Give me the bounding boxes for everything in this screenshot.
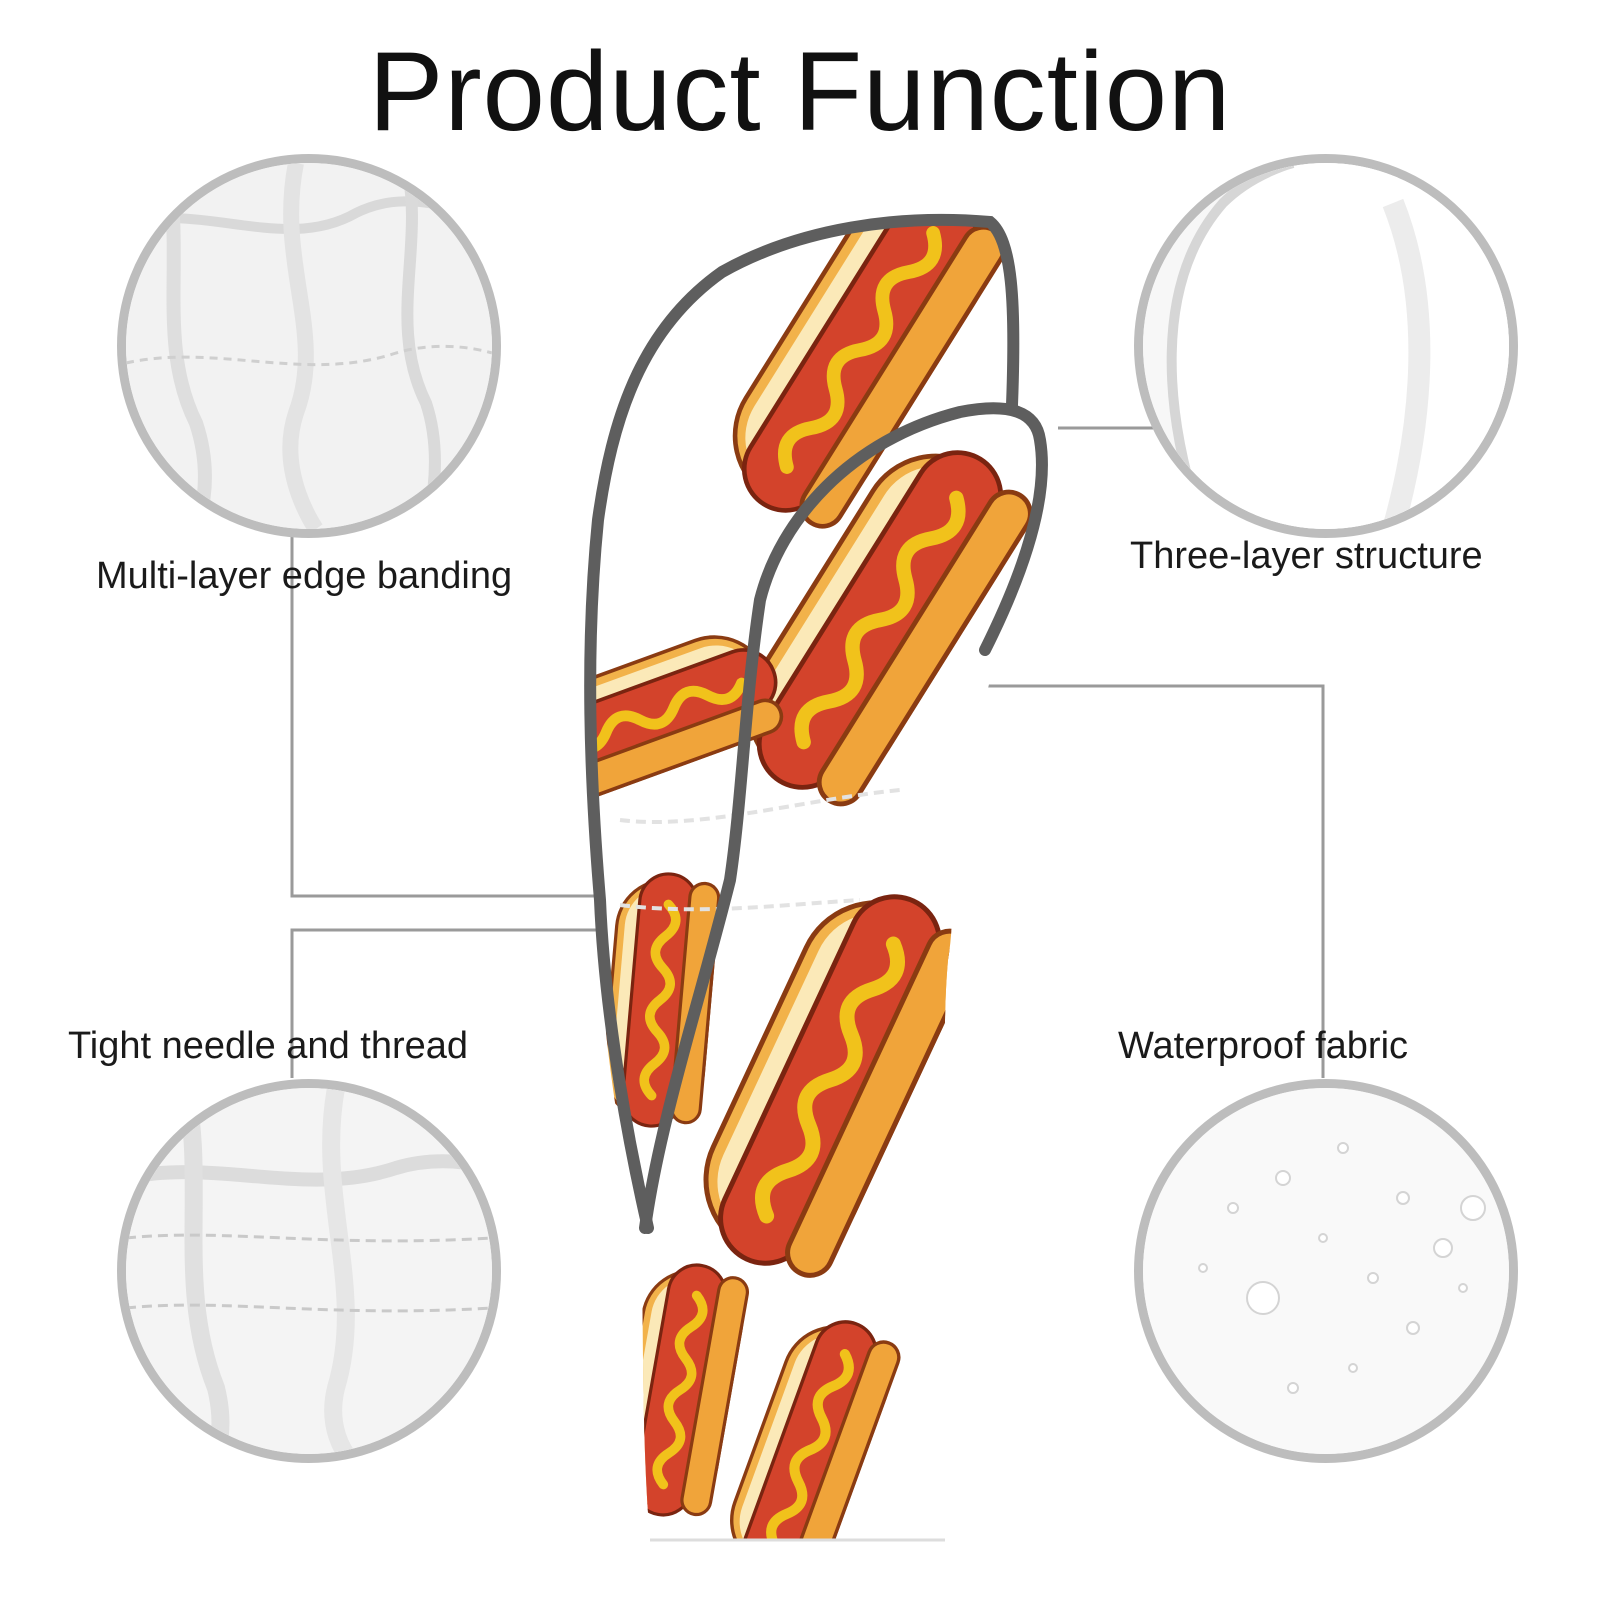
label-needle-thread: Tight needle and thread xyxy=(68,1025,469,1067)
headcover-piping-outer xyxy=(584,213,1020,1234)
label-three-layer: Three-layer structure xyxy=(1130,535,1483,577)
label-waterproof: Waterproof fabric xyxy=(1118,1025,1409,1067)
label-edge-banding: Multi-layer edge banding xyxy=(96,555,513,597)
headcover-piping-inner xyxy=(639,402,1048,1234)
stitching-texture xyxy=(126,1088,492,1454)
detail-circle-edge-banding xyxy=(117,154,501,538)
detail-circle-three-layer xyxy=(1134,154,1518,538)
detail-circle-waterproof xyxy=(1134,1079,1518,1463)
layered-fabric-texture xyxy=(1143,163,1509,529)
connector-edge-banding xyxy=(290,520,612,898)
headcover-body xyxy=(585,217,1046,1541)
detail-circle-needle-thread xyxy=(117,1079,501,1463)
connector-waterproof xyxy=(950,684,1325,1078)
connector-needle-thread xyxy=(290,928,612,1078)
page-title: Product Function xyxy=(368,29,1232,154)
water-droplet-texture xyxy=(1143,1088,1509,1454)
fabric-fold-texture xyxy=(126,163,492,529)
